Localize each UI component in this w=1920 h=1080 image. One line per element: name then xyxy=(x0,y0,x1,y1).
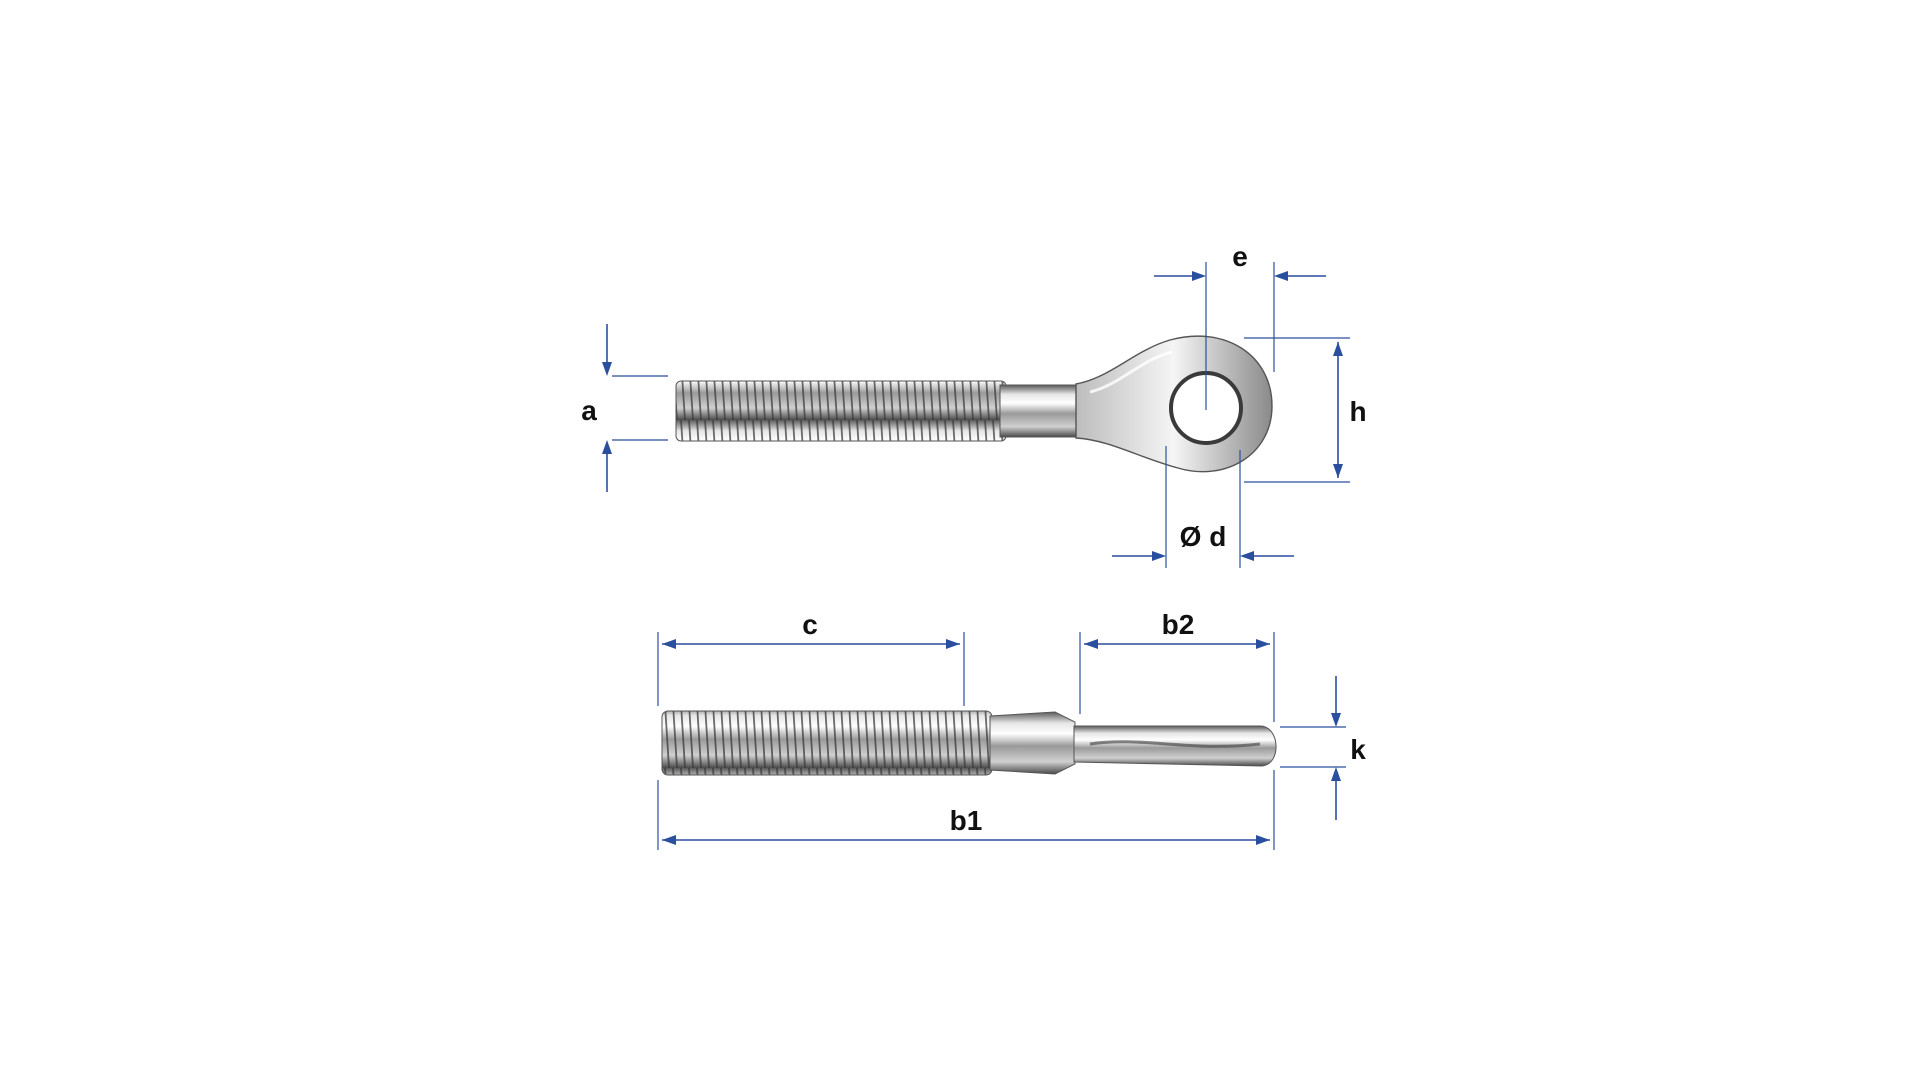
label-b1: b1 xyxy=(950,805,983,836)
label-h: h xyxy=(1349,396,1366,427)
dimension-k: k xyxy=(1280,676,1366,820)
label-d: Ø d xyxy=(1180,521,1227,552)
threaded-shank-side xyxy=(661,710,993,776)
collar-side xyxy=(989,711,1076,775)
smooth-neck xyxy=(999,384,1079,438)
label-e: e xyxy=(1232,241,1248,272)
dimension-a: a xyxy=(581,324,668,492)
label-a: a xyxy=(581,395,597,426)
eye-bolt-side-view xyxy=(661,710,1277,776)
label-k: k xyxy=(1350,734,1366,765)
dimension-b2: b2 xyxy=(1079,609,1275,722)
label-b2: b2 xyxy=(1162,609,1195,640)
threaded-shank xyxy=(675,380,1007,442)
label-c: c xyxy=(802,609,818,640)
dimension-e: e xyxy=(1154,241,1326,410)
dimension-c: c xyxy=(657,609,965,706)
eye-bolt-top-view xyxy=(675,335,1273,473)
dimension-b1: b1 xyxy=(657,770,1275,850)
dimension-d: Ø d xyxy=(1112,446,1294,568)
dimension-h: h xyxy=(1244,337,1367,483)
